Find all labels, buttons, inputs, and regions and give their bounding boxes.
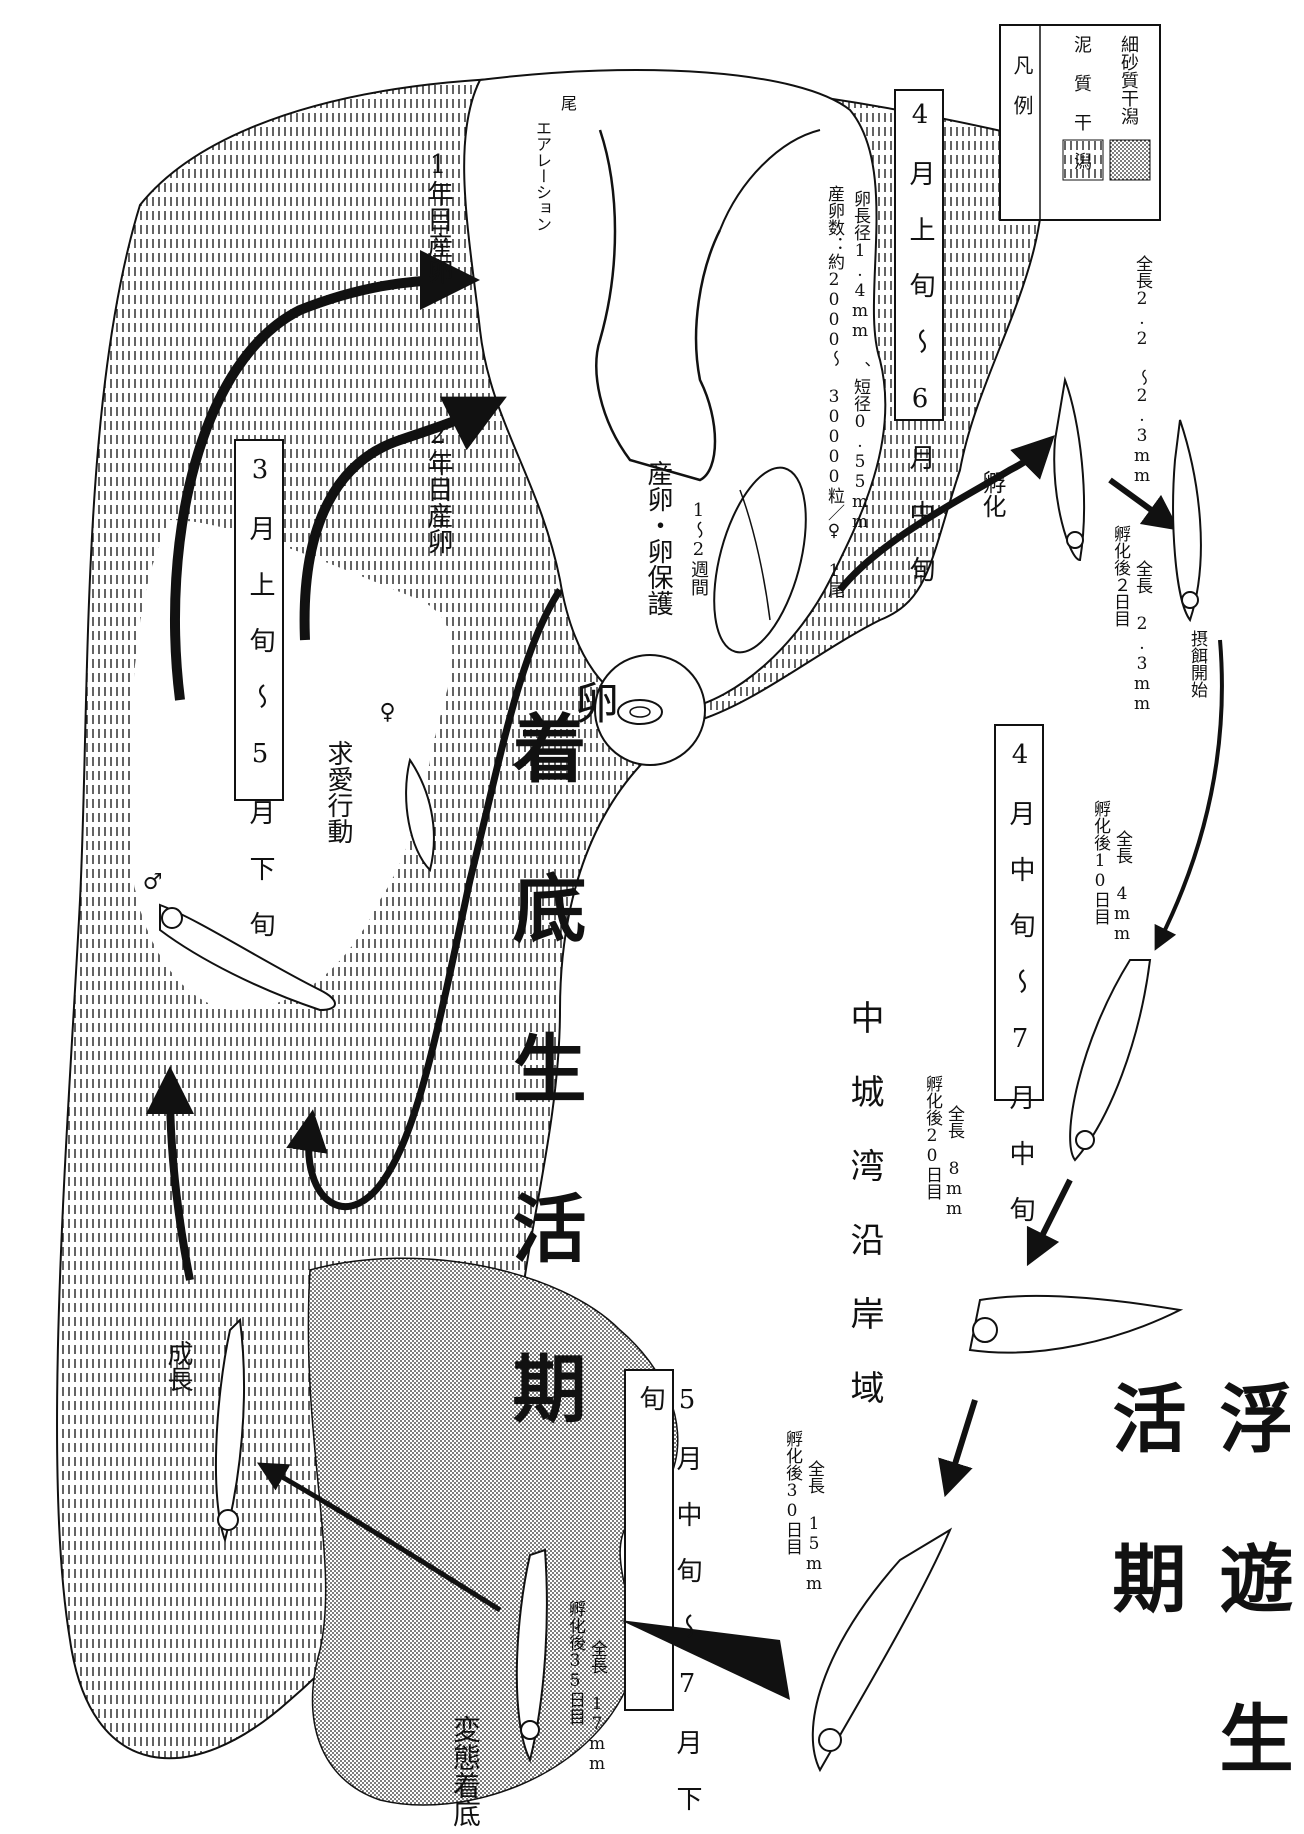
arrow-day30 <box>938 1399 978 1498</box>
life-cycle-diagram: 凡 例 泥 質 干 潟 細砂質干潟 4 月 上 旬 〜 6 月 中 旬 3 月 … <box>56 24 1293 1827</box>
legend-title: 凡 例 <box>1010 55 1034 115</box>
label-hatch: 孵化 <box>978 470 1006 518</box>
adult-female-fish-icon <box>405 757 435 872</box>
adult-male-fish-icon <box>159 903 336 1012</box>
juvenile-day35-icon <box>515 1548 548 1763</box>
growing-fish-icon <box>214 1317 246 1544</box>
air-pipe <box>719 129 821 231</box>
phase-planktonic: 浮 遊 生 活 期 <box>1100 1380 1293 1774</box>
stage-day30-length: 全長 15mm <box>804 1460 824 1594</box>
region-name: 中 城 湾 沿 岸 域 <box>844 1000 884 1404</box>
period-box-courtship <box>234 439 284 801</box>
label-aeration: エアレーション <box>533 120 552 232</box>
arrow-day10 <box>1154 639 1224 951</box>
stage-day10-name: 孵化後10日目 <box>1090 800 1110 925</box>
label-egg: 卵 <box>567 680 618 724</box>
label-egg-size: 卵長径1.4mm 、短径0.55mm <box>850 190 870 532</box>
larva-day2-icon <box>1172 419 1202 623</box>
arrow-growth <box>146 1066 195 1281</box>
period-box-juvenile <box>624 1369 674 1711</box>
label-courtship: 求愛行動 <box>323 740 353 844</box>
label-tail: 尾 <box>558 95 577 111</box>
legend-box <box>999 24 1161 221</box>
label-guard-duration: 1〜2週間 <box>688 500 709 596</box>
period-larval: 4 月 中 旬 〜 7 月 中 旬 <box>1005 740 1035 1222</box>
period-juvenile: 5 月 中 旬 〜 7 月 下 旬 <box>635 1385 702 1811</box>
label-male: ♂ <box>140 870 165 895</box>
period-courtship: 3 月 上 旬 〜 5 月 下 旬 <box>245 455 275 937</box>
period-box-larval <box>994 724 1044 1101</box>
juvenile-day30-icon <box>811 1527 953 1773</box>
arrow-metamorphosis-funnel <box>620 1620 790 1700</box>
stage-hatch-length: 全長2.2 〜2.3mm <box>1132 255 1152 486</box>
label-egg-count: 産卵数：約2000〜 30000粒／♀ 1尾 <box>824 185 844 598</box>
stage-day35-name: 孵化後35日目 <box>565 1600 585 1725</box>
stage-day2-name: 孵化後２日目 <box>1110 525 1130 627</box>
arrow-hatch <box>837 435 1055 593</box>
label-spawn-2nd: 2年目産卵 <box>423 420 453 554</box>
label-growth: 成長 <box>163 1340 193 1392</box>
stage-day30-name: 孵化後30日目 <box>782 1430 802 1555</box>
spawning-chamber <box>463 69 887 712</box>
label-metamorphosis: 変態着底 <box>449 1715 482 1827</box>
larva-day10-icon <box>1069 959 1152 1162</box>
egg-cluster-icon <box>713 466 807 654</box>
stage-day10-length: 全長 4mm <box>1112 830 1132 944</box>
stage-day2-length: 全長 2.3mm <box>1132 560 1152 714</box>
legend-item-sand: 細砂質干潟 <box>1118 35 1139 125</box>
courtship-area <box>130 520 453 1010</box>
larva-hatch-icon <box>1053 376 1086 562</box>
arrow-spawn-2nd <box>299 396 507 641</box>
stage-day20-length: 全長 8mm <box>944 1105 964 1219</box>
arrow-day2 <box>1108 477 1180 531</box>
legend-mud-swatch <box>1062 139 1104 181</box>
label-female: ♀ <box>375 700 400 725</box>
arrow-day20 <box>1026 1178 1073 1267</box>
arrow-spawn-1st <box>170 250 480 701</box>
sandflat-region <box>307 1257 679 1806</box>
arrow-juvenile-growth <box>256 1462 502 1613</box>
phase-benthic: 着 底 生 活 期 <box>500 710 586 1424</box>
stage-day35-length: 全長 17mm <box>587 1640 607 1774</box>
legend-sand-swatch <box>1109 139 1151 181</box>
aeration-tube <box>595 129 722 482</box>
stage-day20-name: 孵化後20日目 <box>922 1075 942 1200</box>
label-spawn-1st: 1年目産卵 <box>423 150 453 284</box>
period-box-spawning <box>894 89 944 421</box>
label-spawn-guard: 産卵・卵保護 <box>643 460 673 616</box>
larva-day20-icon <box>968 1294 1184 1354</box>
period-spawning: 4 月 上 旬 〜 6 月 中 旬 <box>905 100 935 582</box>
stage-day2-note: 摂餌開始 <box>1187 630 1207 698</box>
arrow-return <box>286 588 563 1210</box>
legend-item-mud: 泥 質 干 潟 <box>1071 35 1092 170</box>
